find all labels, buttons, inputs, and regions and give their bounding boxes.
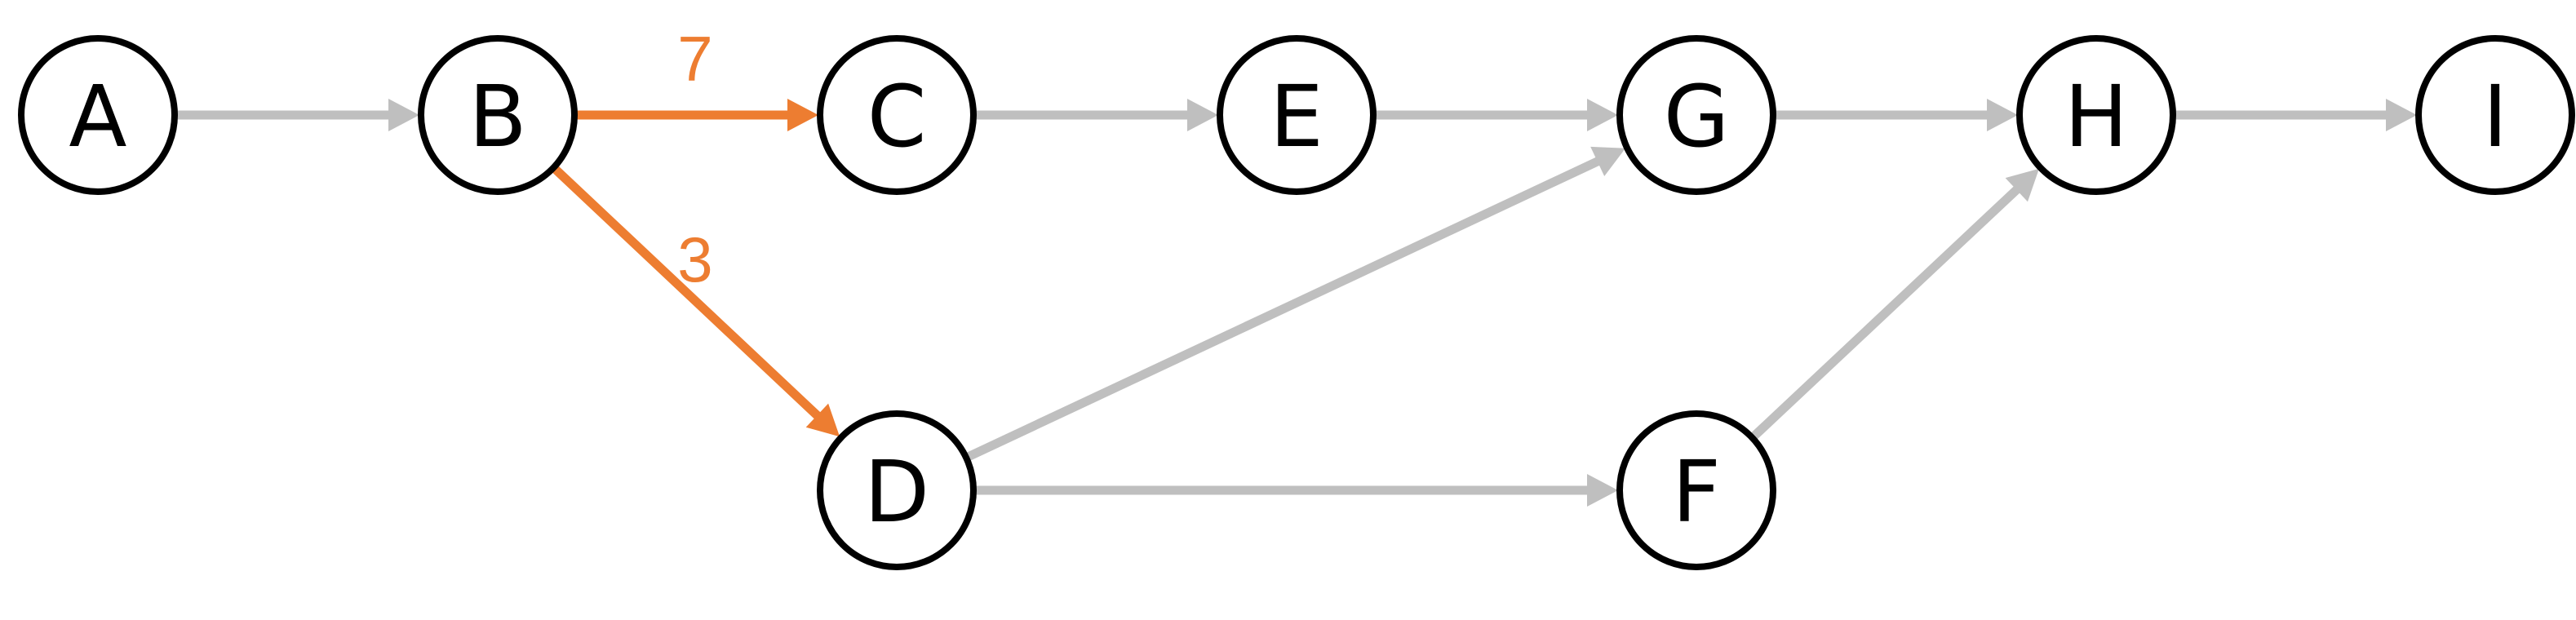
node-label-G: G <box>1664 67 1730 166</box>
edge-labels-layer: 73 <box>677 23 712 295</box>
node-I: I <box>2415 35 2575 195</box>
node-circle-H <box>2016 35 2176 195</box>
edge-E-G <box>1373 99 1618 131</box>
node-circle-E <box>1217 35 1377 195</box>
edge-weight-B-C: 7 <box>677 23 712 95</box>
node-D: D <box>817 410 977 570</box>
node-C: C <box>817 35 977 195</box>
node-circle-F <box>1616 410 1776 570</box>
node-label-H: H <box>2064 67 2128 166</box>
node-label-C: C <box>867 67 927 166</box>
node-label-D: D <box>864 442 929 542</box>
arrowhead-icon <box>2386 99 2417 131</box>
edge-H-I <box>2173 99 2417 131</box>
edge-D-F <box>973 474 1618 507</box>
edge-B-D <box>550 164 840 437</box>
edge-line-B-D <box>550 164 823 421</box>
edge-D-G <box>964 146 1626 463</box>
arrowhead-icon <box>805 403 840 437</box>
node-B: B <box>418 35 578 195</box>
arrowhead-icon <box>1587 474 1618 507</box>
edge-line-D-G <box>964 156 1603 463</box>
node-label-E: E <box>1270 67 1323 166</box>
edge-A-B <box>175 99 419 131</box>
node-label-B: B <box>468 67 526 166</box>
node-circle-I <box>2415 35 2575 195</box>
edge-C-E <box>973 99 1218 131</box>
node-circle-G <box>1616 35 1776 195</box>
node-circle-C <box>817 35 977 195</box>
arrowhead-icon <box>388 99 419 131</box>
edges-layer <box>175 99 2417 507</box>
arrowhead-icon <box>1587 99 1618 131</box>
node-label-A: A <box>69 67 126 166</box>
edge-weight-B-D: 3 <box>677 224 712 295</box>
arrowhead-icon <box>1187 99 1218 131</box>
node-A: A <box>18 35 178 195</box>
arrowhead-icon <box>1987 99 2018 131</box>
edge-G-H <box>1773 99 2018 131</box>
arrowhead-icon <box>1590 146 1626 177</box>
arrowhead-icon <box>787 99 818 131</box>
edge-F-H <box>1749 168 2040 441</box>
node-circle-A <box>18 35 178 195</box>
arrowhead-icon <box>2005 168 2040 202</box>
edge-line-F-H <box>1749 184 2022 441</box>
node-G: G <box>1616 35 1776 195</box>
node-label-I: I <box>2483 67 2508 166</box>
node-F: F <box>1616 410 1776 570</box>
node-label-F: F <box>1672 442 1721 542</box>
edge-B-C <box>574 99 818 131</box>
node-E: E <box>1217 35 1377 195</box>
node-circle-D <box>817 410 977 570</box>
node-H: H <box>2016 35 2176 195</box>
node-circle-B <box>418 35 578 195</box>
nodes-layer: A B C D E F G H I <box>18 35 2575 570</box>
